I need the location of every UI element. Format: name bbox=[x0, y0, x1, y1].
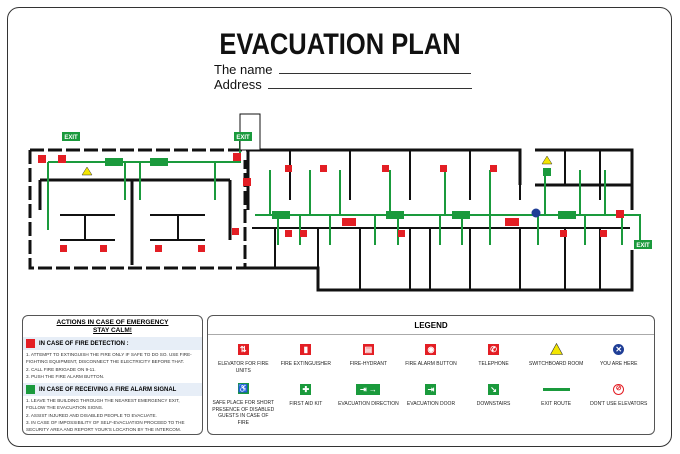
legend-label: FIRE EXTINGUISHER bbox=[280, 361, 331, 367]
legend-label: EXIT ROUTE bbox=[541, 401, 572, 407]
legend-label: DOWNSTAIRS bbox=[476, 401, 511, 407]
alarm-button-icon: ◉ bbox=[425, 343, 437, 355]
legend-label: FIRE ALARM BUTTON bbox=[405, 361, 457, 367]
no-elevator-icon: ⊘ bbox=[613, 383, 625, 395]
alarm-signal-steps: 1. LEAVE THE BUILDING THROUGH THE NEARES… bbox=[23, 396, 202, 434]
address-line bbox=[267, 79, 472, 89]
first-aid-icon: ✚ bbox=[300, 383, 312, 395]
extinguisher-icon: ▮ bbox=[300, 343, 312, 355]
exit-routes bbox=[47, 140, 641, 245]
elevator-icon: ⇅ bbox=[237, 343, 249, 355]
legend-item: ⇥ → EVACUATION DIRECTION bbox=[337, 379, 400, 421]
legend-item: SWITCHBOARD ROOM bbox=[525, 339, 588, 379]
step: 1. LEAVE THE BUILDING THROUGH THE NEARES… bbox=[26, 398, 180, 411]
exit-label: EXIT bbox=[236, 135, 250, 141]
step: 1. ATTEMPT TO EXTINGUISH THE FIRE ONLY I… bbox=[26, 352, 192, 365]
legend-item: ◉ FIRE ALARM BUTTON bbox=[400, 339, 463, 379]
name-line bbox=[278, 64, 471, 74]
exit-sign-right: EXIT bbox=[634, 240, 652, 249]
exit-sign-stairs: EXIT bbox=[234, 132, 252, 141]
floor-plan: EXIT EXIT EXIT bbox=[28, 113, 652, 292]
legend-label: SWITCHBOARD ROOM bbox=[528, 361, 584, 367]
step: 3. PUSH THE FIRE ALARM BUTTON. bbox=[26, 373, 105, 379]
exit-sign-left: EXIT bbox=[62, 132, 80, 141]
exit-label: EXIT bbox=[636, 243, 650, 249]
you-are-here-icon bbox=[531, 208, 541, 218]
legend-title: LEGEND bbox=[208, 316, 654, 335]
legend-item: ✕ YOU ARE HERE bbox=[587, 339, 650, 379]
page-title: EVACUATION PLAN bbox=[219, 28, 461, 61]
legend-label: EVACUATION DOOR bbox=[406, 401, 456, 407]
evacuation-direction-icon: ⇥ → bbox=[356, 383, 381, 395]
alarm-signal-section-header: IN CASE OF RECEIVING A FIRE ALARM SIGNAL bbox=[23, 383, 202, 397]
fire-detection-section-header: IN CASE OF FIRE DETECTION : bbox=[23, 337, 202, 350]
alarm-button-icon bbox=[26, 339, 35, 348]
fire-detection-steps: 1. ATTEMPT TO EXTINGUISH THE FIRE ONLY I… bbox=[23, 350, 202, 381]
exit-route-icon bbox=[542, 387, 570, 391]
name-field: The name bbox=[214, 62, 471, 77]
exit-label: EXIT bbox=[64, 135, 78, 141]
wheelchair-icon: ♿ bbox=[237, 383, 249, 394]
legend-item: ⇥ EVACUATION DOOR bbox=[400, 379, 463, 421]
legend-item: ▮ FIRE EXTINGUISHER bbox=[275, 339, 338, 379]
legend-item: ▤ FIRE-HYDRANT bbox=[337, 339, 400, 379]
name-label: The name bbox=[214, 62, 273, 77]
legend-item: EXIT ROUTE bbox=[525, 379, 588, 421]
switchboard-icon bbox=[541, 155, 553, 165]
section-title: IN CASE OF FIRE DETECTION : bbox=[39, 340, 129, 347]
address-label: Address bbox=[214, 77, 262, 92]
actions-heading-1: ACTIONS IN CASE OF EMERGENCY bbox=[56, 319, 169, 326]
warning-icon bbox=[549, 343, 563, 355]
step: 3. IN CASE OF IMPOSSIBILITY OF SELF-EVAC… bbox=[26, 420, 185, 433]
legend-label: TELEPHONE bbox=[478, 361, 509, 367]
legend-label: YOU ARE HERE bbox=[599, 361, 638, 367]
section-title: IN CASE OF RECEIVING A FIRE ALARM SIGNAL bbox=[39, 386, 177, 393]
actions-heading-2: STAY CALM! bbox=[93, 327, 132, 334]
legend-item: ⇅ ELEVATOR FOR FIRE UNITS bbox=[212, 339, 275, 379]
legend-item: ✚ FIRST AID KIT bbox=[275, 379, 338, 421]
address-field: Address bbox=[214, 77, 472, 92]
legend-item: ↘ DOWNSTAIRS bbox=[462, 379, 525, 421]
legend-item: ✆ TELEPHONE bbox=[462, 339, 525, 379]
telephone-icon: ✆ bbox=[488, 343, 500, 355]
legend-item: ⊘ DON'T USE ELEVATORS bbox=[587, 379, 650, 421]
evacuation-door-icon bbox=[26, 385, 35, 395]
legend-label: EVACUATION DIRECTION bbox=[338, 401, 399, 407]
legend-label: FIRST AID KIT bbox=[289, 401, 323, 407]
step: 2. ASSIST INJURED AND DISABLED PEOPLE TO… bbox=[26, 412, 157, 418]
you-are-here-icon: ✕ bbox=[613, 343, 625, 355]
legend-label: FIRE-HYDRANT bbox=[349, 361, 388, 367]
step: 2. CALL FIRE BRIGADE ON 9-11. bbox=[26, 366, 96, 372]
poster-frame bbox=[7, 7, 672, 447]
legend-panel: LEGEND ⇅ ELEVATOR FOR FIRE UNITS ▮ FIRE EX… bbox=[207, 315, 655, 435]
legend-label: DON'T USE ELEVATORS bbox=[590, 401, 648, 407]
switchboard-icon bbox=[81, 166, 93, 176]
hydrant-icon: ▤ bbox=[362, 343, 374, 355]
evacuation-door-icon: ⇥ bbox=[425, 383, 437, 395]
fire-equipment-icons bbox=[38, 153, 624, 252]
evacuation-signs bbox=[105, 158, 576, 219]
downstairs-icon: ↘ bbox=[488, 383, 500, 395]
legend-item: ♿ SAFE PLACE FOR SHORT PRESENCE OF DISABL… bbox=[212, 379, 275, 426]
legend-label: SAFE PLACE FOR SHORT PRESENCE OF DISABLE… bbox=[212, 400, 275, 426]
legend-label: ELEVATOR FOR FIRE UNITS bbox=[217, 361, 269, 374]
